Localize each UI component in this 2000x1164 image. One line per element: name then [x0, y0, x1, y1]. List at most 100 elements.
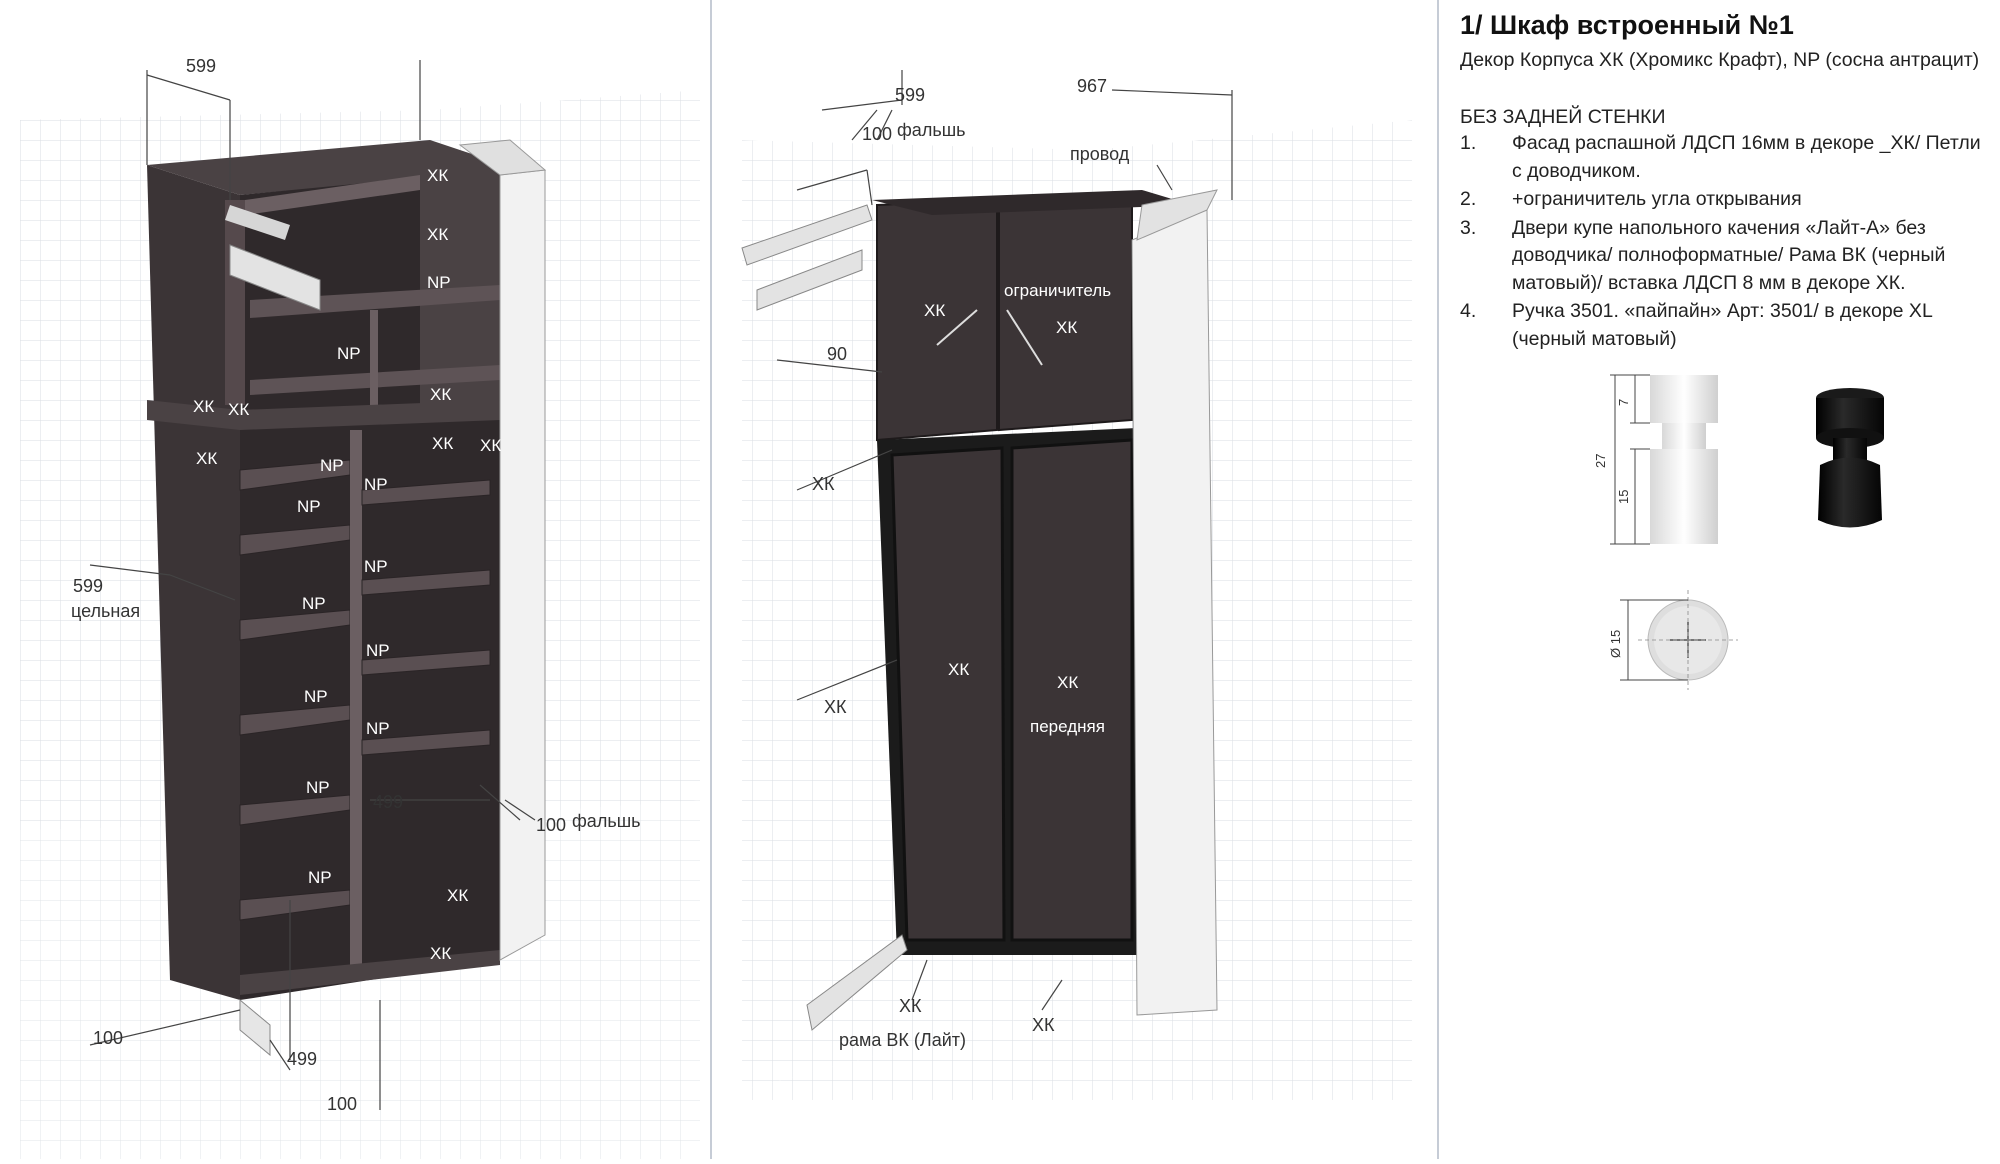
sliding-door-left: [890, 446, 1006, 942]
label-xk-lower-side: ХК: [824, 697, 847, 717]
side-panel-top: [1136, 189, 1218, 241]
side-panel-right: [1131, 209, 1218, 1016]
spec-decor: Декор Корпуса ХК (Хромикс Крафт), NP (со…: [1460, 49, 1980, 71]
label-limiter: ограничитель: [1004, 281, 1111, 300]
upper-shelf: [250, 285, 500, 318]
label-xk-side-2: ХК: [228, 400, 249, 419]
upper-shelf-top: [245, 175, 420, 215]
dim-false-panel-note: фальшь: [897, 120, 966, 140]
cabinet-closed-drawing-panel: ХК ХК ограничитель ХК ХК ХК ХК передняя …: [712, 0, 1437, 1159]
false-panel-left-top: [741, 204, 873, 266]
dim-width: 967: [1077, 76, 1107, 96]
left-column-shelves: [239, 459, 351, 921]
spec-title: 1/ Шкаф встроенный №1: [1460, 10, 1794, 40]
dim-bottom-right: 100: [327, 1094, 357, 1114]
lower-vertical-divider: [350, 430, 362, 980]
handle-dim-total: 27: [1593, 454, 1608, 468]
label-np-left-2: NP: [297, 497, 321, 516]
label-np-mid: NP: [337, 344, 361, 363]
floor-rail: [806, 934, 908, 1031]
cabinet-top: [147, 140, 520, 195]
handle-dim-top: 7: [1616, 399, 1631, 406]
dim-bottom-left: 100: [93, 1028, 123, 1048]
handle-dim-diameter: Ø 15: [1608, 630, 1623, 658]
dim-xk-bottom-2: ХК: [1032, 1015, 1055, 1035]
sliding-door-right: [1010, 438, 1134, 942]
dim-side-depth: 599: [73, 576, 103, 596]
label-np-left-5: NP: [306, 778, 330, 797]
dim-height-90: 90: [827, 344, 847, 364]
right-column-shelves: [361, 479, 491, 756]
cabinet-closed-drawing: ХК ХК ограничитель ХК ХК ХК ХК передняя …: [741, 70, 1412, 1100]
label-xk-door-left: ХК: [948, 660, 969, 679]
label-xk-right-4: ХК: [430, 944, 451, 963]
cabinet-top-panel: [872, 190, 1192, 215]
upper-compartment-left: [225, 200, 245, 405]
dim-frame: рама ВК (Лайт): [839, 1030, 966, 1050]
dim-inner-width: 499: [373, 792, 403, 812]
label-xk-right-2: ХК: [480, 436, 501, 455]
dim-top-depth: 599: [186, 56, 216, 76]
separator-2: [1437, 0, 1439, 1159]
label-xk-door-right: ХК: [1057, 673, 1078, 692]
dimension-lines: [89, 60, 536, 1110]
dim-false-panel: 100: [862, 124, 892, 144]
label-front: передняя: [1030, 717, 1105, 736]
spec-note: БЕЗ ЗАДНЕЙ СТЕНКИ: [1460, 106, 1666, 128]
label-np-left-4: NP: [304, 687, 328, 706]
spec-item: 2.+ограничитель угла открывания: [1460, 188, 1802, 210]
cabinet-open-drawing: ХК ХК NP NP ХК ХК ХК ХК NP NP NP NP NP N…: [20, 56, 700, 1159]
upper-door-right: [998, 193, 1133, 432]
false-panel-top: [458, 139, 547, 176]
dim-bottom-width: 499: [287, 1049, 317, 1069]
spec-item: 4.Ручка 3501. «пайпайн» Арт: 3501/ в дек…: [1460, 300, 1933, 350]
dim-side-note: цельная: [71, 601, 140, 621]
hanging-rail: [225, 205, 290, 240]
handle-top-view: Ø 15: [1608, 590, 1738, 690]
room-floor-grid: [742, 1000, 1412, 1100]
handle-technical-drawing: 27 7 15 Ø 15: [1593, 374, 1884, 690]
upper-divider: [370, 310, 378, 415]
dim-false-panel: 100: [536, 815, 566, 835]
label-xk-mid: ХК: [430, 385, 451, 404]
dim-xk-bottom-1: ХК: [899, 996, 922, 1016]
label-np-right-4: NP: [366, 719, 390, 738]
spec-list: 1.Фасад распашной ЛДСП 16мм в декоре _ХК…: [1460, 130, 1990, 354]
separator-1: [710, 0, 712, 1159]
specification-panel: 1/ Шкаф встроенный №1 Декор Корпуса ХК (…: [1440, 0, 2000, 1159]
label-xk-upper-right: ХК: [1056, 318, 1077, 337]
cabinet-open-drawing-panel: ХК ХК NP NP ХК ХК ХК ХК NP NP NP NP NP N…: [0, 0, 710, 1159]
handle-side-view: 27 7 15: [1593, 374, 1718, 545]
handle-dim-bottom: 15: [1616, 490, 1631, 504]
dim-false-panel-note: фальшь: [572, 811, 641, 831]
label-xk-side: ХК: [812, 474, 835, 494]
cabinet-bottom: [240, 950, 500, 995]
label-np-left-6: NP: [308, 868, 332, 887]
label-xk-side-3: ХК: [196, 449, 217, 468]
upper-door-left: [876, 198, 998, 442]
label-xk-top-2: ХК: [427, 225, 448, 244]
label-np-left-1: NP: [320, 456, 344, 475]
label-xk-upper-left: ХК: [924, 301, 945, 320]
label-xk-side-1: ХК: [193, 397, 214, 416]
spec-item: 3.Двери купе напольного качения «Лайт-А»…: [1460, 216, 1946, 294]
closed-dimension-lines: [776, 70, 1233, 1011]
label-np-right-2: NP: [364, 557, 388, 576]
middle-divider: [147, 400, 500, 430]
cabinet-left-side: [147, 165, 240, 1000]
label-np-right-3: NP: [366, 641, 390, 660]
spec-item: 1.Фасад распашной ЛДСП 16мм в декоре _ХК…: [1460, 132, 1981, 182]
false-panel-right: [499, 169, 546, 961]
label-np-left-3: NP: [302, 594, 326, 613]
handle-product-photo: [1816, 388, 1884, 528]
dim-wire: провод: [1070, 144, 1130, 164]
limiter-arrows: [936, 309, 1043, 366]
label-xk-right-3: ХК: [447, 886, 468, 905]
plinth-left: [239, 998, 271, 1057]
label-np-top: NP: [427, 273, 451, 292]
false-panel-left-piece: [756, 249, 863, 311]
label-xk-top-1: ХК: [427, 166, 448, 185]
dim-depth: 599: [895, 85, 925, 105]
label-np-right-1: NP: [364, 475, 388, 494]
label-xk-right-1: ХК: [432, 434, 453, 453]
